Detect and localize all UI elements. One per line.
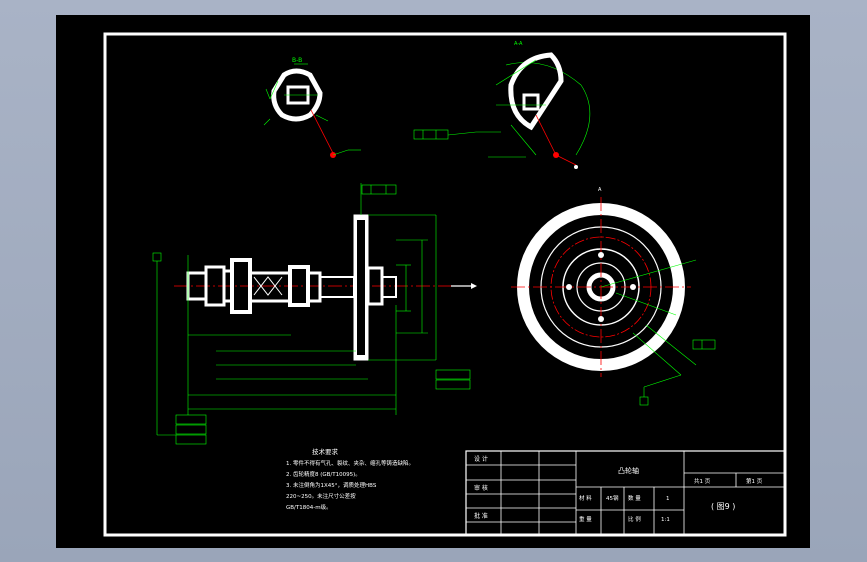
material-value: 45钢 [606,494,619,502]
tech-req-line: 220~250。未注尺寸公差按 [286,492,356,500]
tech-req-title: 技术要求 [312,447,339,456]
sheet-total: 共1 页 [694,477,711,485]
tech-req-line: 3. 未注倒角为1X45°，调质处理HBS [286,481,377,489]
part-name: 凸轮轴 [618,466,639,475]
section-bb-label: B-B [292,57,302,64]
design-label: 设 计 [474,455,488,463]
tech-req-line: 1. 零件不得有气孔、裂纹、夹杂、缩孔等铸造缺陷。 [286,459,414,467]
section-aa-label: A-A [514,41,523,47]
section-bb-view: B-B [263,57,361,158]
shaft-main-view [152,183,477,445]
drawing-border [103,32,787,537]
check-label: 审 核 [474,484,488,492]
gear-end-view: A [511,187,716,406]
scale-label: 比 例 [628,515,641,523]
section-aa-view: A-A [413,41,591,169]
tech-requirements: 技术要求 1. 零件不得有气孔、裂纹、夹杂、缩孔等铸造缺陷。 2. 齿轮精度8 … [286,447,414,511]
quantity-value: 1 [666,496,670,502]
scale-value: 1:1 [661,517,670,523]
material-label: 材 料 [579,494,592,502]
sheet-number: 第1 页 [746,477,763,485]
title-block-text: 设 计 审 核 批 准 凸轮轴 材 料 45钢 数 量 1 重 量 比 例 1:… [474,455,763,523]
tech-req-line: 2. 齿轮精度8 (GB/T10095)。 [286,470,361,478]
drawing-svg: B-B A-A [103,32,787,537]
approve-label: 批 准 [474,512,488,520]
tech-req-line: GB/T1804-m级。 [286,503,332,511]
quantity-label: 数 量 [628,494,641,502]
weight-label: 重 量 [579,515,592,523]
cad-drawing-canvas: B-B A-A [56,15,810,548]
drawing-number: ( 图9 ) [711,502,735,511]
view-a-label: A [598,187,602,193]
title-block [465,450,786,536]
